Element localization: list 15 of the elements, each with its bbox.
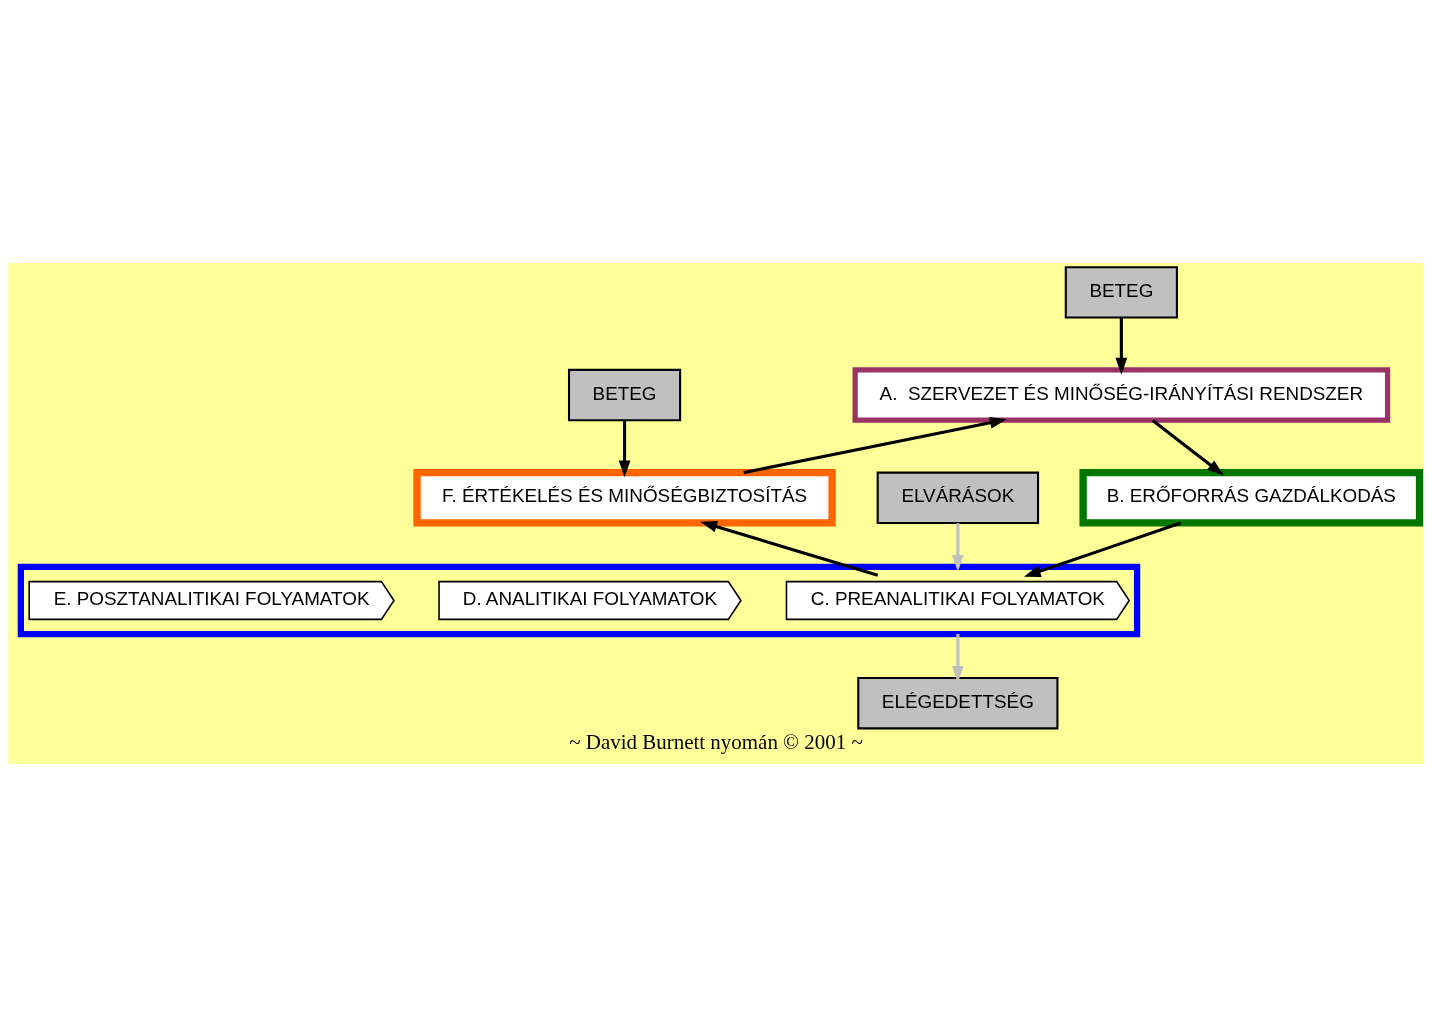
node-box: F. ÉRTÉKELÉS ÉS MINŐSÉGBIZTOSÍTÁS [413, 468, 836, 527]
node-box: B. ERŐFORRÁS GAZDÁLKODÁS [1079, 468, 1424, 527]
arrow [1023, 521, 1182, 577]
arrow [700, 520, 879, 577]
node-box: BETEG [1064, 265, 1178, 319]
node-box: BETEG [567, 368, 682, 421]
arrow [951, 522, 964, 572]
arrow [1115, 317, 1128, 375]
arrow [618, 419, 631, 477]
arrow [1151, 418, 1224, 475]
arrow [743, 416, 1007, 474]
caption: ~ David Burnett nyomán © 2001 ~ [569, 729, 863, 754]
node-box: A. SZERVEZET ÉS MINŐSÉG-IRÁNYÍTÁSI RENDSZER [852, 366, 1391, 423]
node-box: ELÉGEDETTSÉG [857, 676, 1059, 729]
node-box: ELVÁRÁSOK [876, 471, 1040, 524]
